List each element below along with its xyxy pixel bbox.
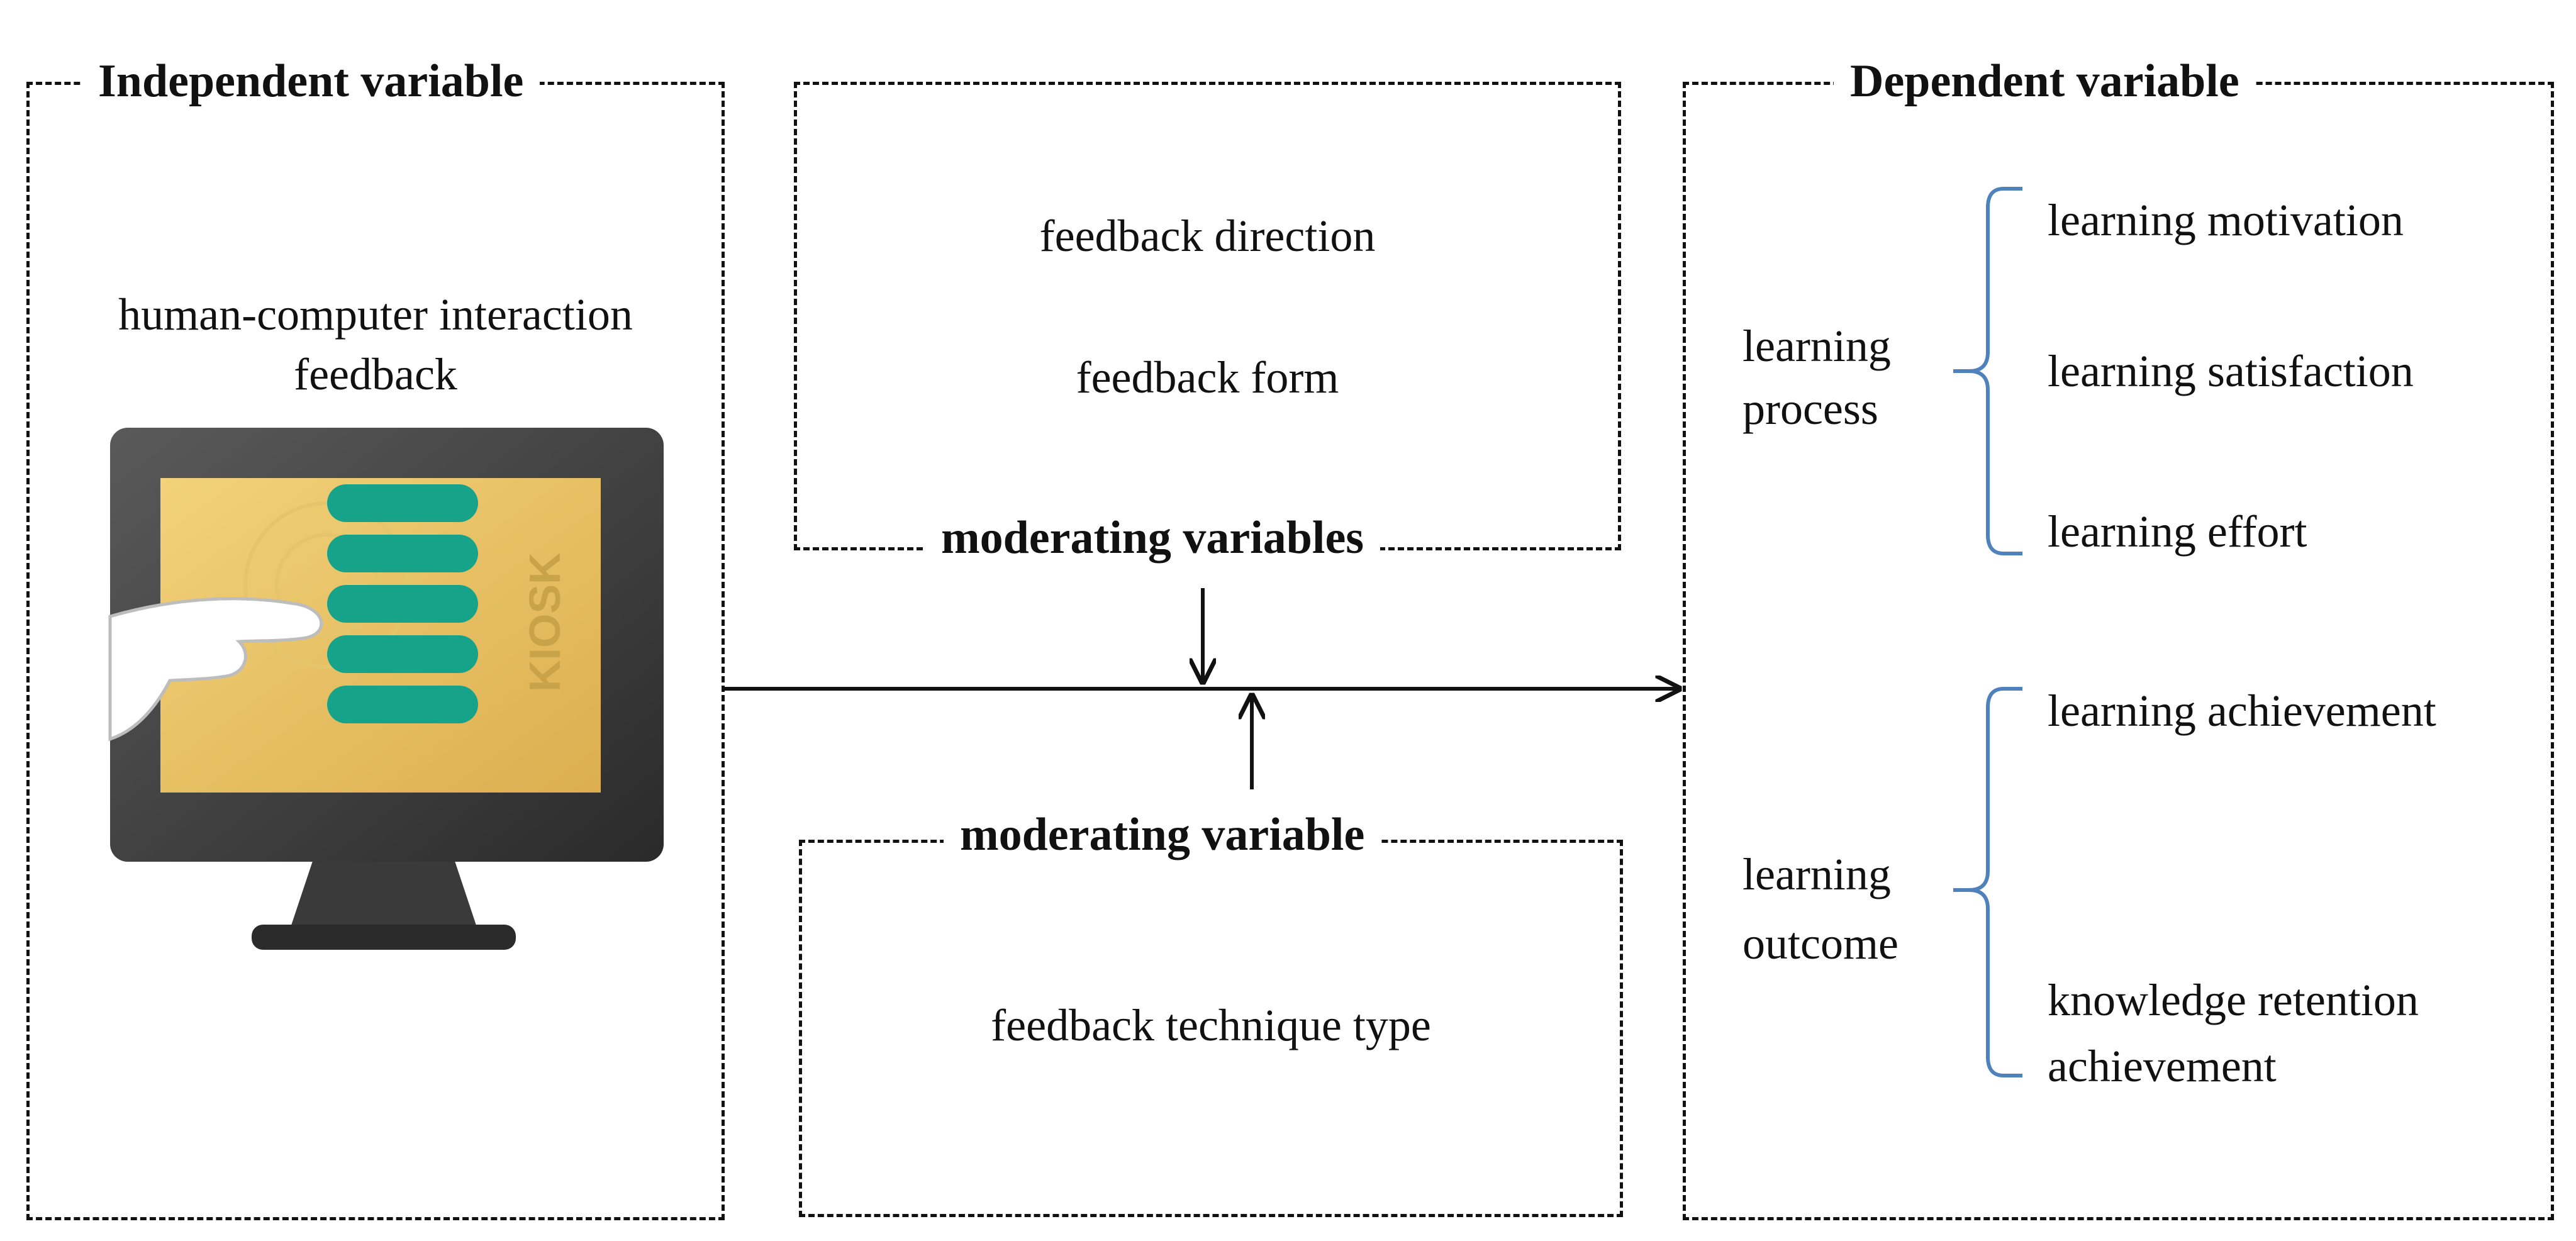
item-knowledge-retention: knowledge retention [2048,975,2419,1025]
moderating-variables-box [794,82,1621,550]
moderating-variables-title: moderating variables [925,515,1381,561]
independent-variable-title: Independent variable [82,58,540,104]
moderating-item-feedback-form: feedback form [1076,352,1339,403]
moderating-variable-title: moderating variable [944,811,1381,858]
group-label-learning-outcome-line2: outcome [1742,918,1899,969]
dependent-variable-title: Dependent variable [1834,58,2256,104]
moderating-item-feedback-technique-type: feedback technique type [991,1000,1431,1050]
group-label-learning-process-line2: process [1742,384,1878,434]
item-learning-motivation: learning motivation [2048,195,2404,245]
independent-variable-box [26,82,725,1220]
group-label-learning-outcome-line1: learning [1742,849,1891,899]
independent-variable-label-line1: human-computer interaction [118,289,633,340]
group-label-learning-process-line1: learning [1742,321,1891,371]
item-learning-satisfaction: learning satisfaction [2048,346,2414,396]
moderating-item-feedback-direction: feedback direction [1039,211,1376,261]
item-learning-effort: learning effort [2048,506,2307,557]
item-learning-achievement: learning achievement [2048,686,2436,736]
item-achievement: achievement [2048,1041,2277,1091]
independent-variable-label-line2: feedback [294,349,457,399]
